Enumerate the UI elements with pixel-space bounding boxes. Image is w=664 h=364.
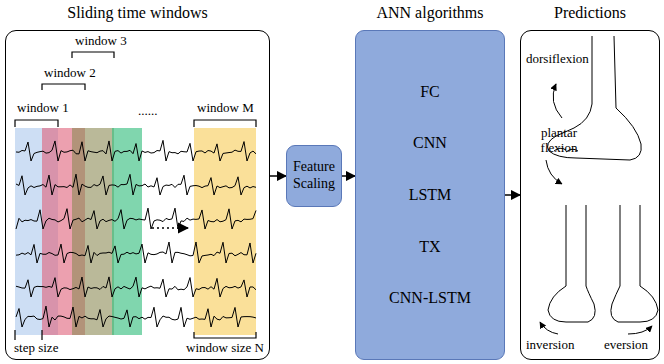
- signal-trace: [16, 140, 256, 161]
- column-heading: Sliding time windows: [0, 4, 289, 22]
- algorithm-name: CNN-LSTM: [389, 289, 471, 307]
- signal-trace: [16, 174, 256, 195]
- ankle-side-view-part: [553, 84, 562, 118]
- output-panel: Predictions: [520, 30, 660, 360]
- signal-trace: [16, 208, 256, 229]
- window-brackets: [15, 52, 256, 340]
- window-brackets-part: [194, 332, 256, 338]
- time-windows: [15, 128, 256, 335]
- process-box: Feature Scaling: [286, 145, 342, 207]
- column-heading: Predictions: [501, 4, 664, 22]
- window-brackets-part: [42, 84, 85, 90]
- window-brackets-part: [72, 52, 114, 58]
- ankle-front-view-part: [548, 205, 595, 322]
- dotted-arrow: [152, 228, 188, 229]
- algorithm-name: FC: [420, 83, 440, 101]
- annotation-label: eversion: [604, 338, 648, 353]
- box-label: Feature Scaling: [290, 159, 338, 193]
- signal-trace: [16, 277, 256, 297]
- signal-trace: [16, 306, 256, 327]
- flow-arrow: [270, 175, 286, 177]
- annotation-label: ......: [138, 104, 158, 119]
- algorithm-name: TX: [419, 238, 440, 256]
- text-holder: Feature Scaling: [287, 146, 341, 206]
- signal-traces: [16, 140, 256, 327]
- time-windows-part: [72, 128, 114, 335]
- ankle-front-view-part: [628, 326, 652, 334]
- algorithm-name: LSTM: [409, 186, 452, 204]
- text-column: FC CNN LSTM TX CNN-LSTM: [356, 31, 504, 359]
- window-brackets-part: [194, 120, 256, 127]
- time-windows-part: [112, 128, 142, 335]
- annotation-label: plantar flexion: [532, 126, 586, 156]
- flow-arrow: [505, 194, 520, 196]
- annotation-label: step size: [14, 341, 58, 356]
- ankle-front-view-part: [540, 322, 558, 334]
- window-brackets-part: [15, 330, 42, 340]
- ankle-front-view: [540, 205, 658, 334]
- model-box: ANN algorithmsFCCNNLSTMTXCNN-LSTM: [355, 30, 505, 360]
- annotation-label: inversion: [526, 338, 574, 353]
- annotation-label: dorsiflexion: [526, 52, 589, 67]
- window-brackets-part: [15, 120, 58, 127]
- column-heading: ANN algorithms: [336, 4, 524, 22]
- annotation-label: window 3: [75, 34, 127, 49]
- flow-arrow: [342, 175, 355, 177]
- annotation-label: window M: [197, 101, 254, 116]
- algorithm-name: CNN: [413, 134, 447, 152]
- dotted-arrow-part: [152, 227, 188, 229]
- annotation-label: window size N: [186, 341, 264, 356]
- annotation-label: window 1: [17, 101, 69, 116]
- ankle-side-view-part: [546, 160, 562, 184]
- ankle-front-view-part: [611, 205, 658, 322]
- signal-trace: [16, 242, 256, 263]
- annotation-label: window 2: [44, 66, 96, 81]
